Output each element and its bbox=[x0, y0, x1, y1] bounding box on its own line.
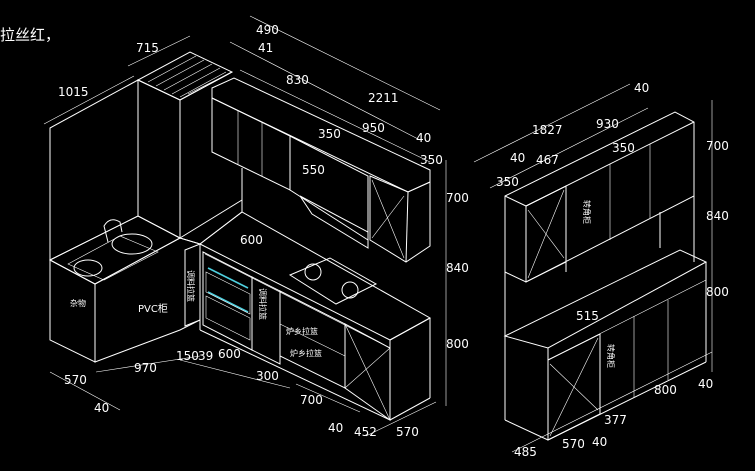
svg-text:41: 41 bbox=[258, 41, 273, 55]
svg-text:600: 600 bbox=[240, 233, 263, 247]
right-dimension-lines bbox=[473, 83, 713, 453]
svg-text:452: 452 bbox=[354, 425, 377, 439]
label-stove-b: 炉乡拉篮 bbox=[290, 348, 322, 358]
label-sink-cab: 杂物 bbox=[70, 298, 86, 308]
header-fragment: 拉丝红， bbox=[0, 26, 60, 44]
sink-bowl-left bbox=[73, 259, 103, 277]
tall-unit-side bbox=[137, 79, 181, 239]
svg-text:40: 40 bbox=[698, 377, 713, 391]
svg-text:570: 570 bbox=[396, 425, 419, 439]
sink-bowl-right bbox=[111, 233, 153, 255]
label-tall-b: 调料拉篮 bbox=[258, 288, 268, 320]
svg-text:40: 40 bbox=[634, 81, 649, 95]
svg-text:1015: 1015 bbox=[58, 85, 89, 99]
svg-text:350: 350 bbox=[318, 127, 341, 141]
svg-text:570: 570 bbox=[64, 373, 87, 387]
svg-text:800: 800 bbox=[706, 285, 729, 299]
svg-text:950: 950 bbox=[362, 121, 385, 135]
svg-text:550: 550 bbox=[302, 163, 325, 177]
svg-text:700: 700 bbox=[446, 191, 469, 205]
svg-text:1827: 1827 bbox=[532, 123, 563, 137]
burner-2 bbox=[341, 281, 359, 299]
svg-text:350: 350 bbox=[612, 141, 635, 155]
svg-text:40: 40 bbox=[328, 421, 343, 435]
svg-text:840: 840 bbox=[706, 209, 729, 223]
right-dimensions: 40 1827 930 700 40 467 350 350 840 800 5… bbox=[496, 81, 729, 459]
oven-handle-1 bbox=[207, 267, 249, 289]
svg-text:840: 840 bbox=[446, 261, 469, 275]
svg-text:40: 40 bbox=[510, 151, 525, 165]
sink-cab-front bbox=[49, 259, 96, 363]
left-back-wall bbox=[49, 79, 139, 261]
faucet bbox=[103, 219, 123, 243]
svg-text:467: 467 bbox=[536, 153, 559, 167]
burner-1 bbox=[304, 263, 322, 281]
svg-text:150: 150 bbox=[176, 349, 199, 363]
left-dimensions: 490 715 41 1015 830 2211 350 950 40 350 … bbox=[58, 23, 469, 439]
svg-text:2211: 2211 bbox=[368, 91, 399, 105]
svg-text:830: 830 bbox=[286, 73, 309, 87]
svg-text:490: 490 bbox=[256, 23, 279, 37]
corner-upper-cab bbox=[369, 175, 431, 263]
svg-text:40: 40 bbox=[592, 435, 607, 449]
sink-countertop bbox=[48, 215, 182, 285]
right-kitchen: 转角柜 转角柜 40 1827 930 700 40 467 350 350 8… bbox=[473, 81, 729, 459]
svg-text:40: 40 bbox=[416, 131, 431, 145]
main-countertop bbox=[199, 211, 432, 341]
svg-text:485: 485 bbox=[514, 445, 537, 459]
left-dimension-lines bbox=[43, 15, 447, 437]
label-stove-a: 炉乡拉篮 bbox=[286, 326, 318, 336]
svg-text:377: 377 bbox=[604, 413, 627, 427]
svg-text:40: 40 bbox=[94, 401, 109, 415]
range-hood bbox=[299, 195, 369, 249]
corner-wall bbox=[178, 199, 243, 245]
label-tall-a: 调料拉篮 bbox=[186, 270, 196, 302]
label-pvc: PVC柜 bbox=[138, 302, 168, 315]
cooktop bbox=[288, 257, 378, 305]
svg-text:930: 930 bbox=[596, 117, 619, 131]
svg-text:350: 350 bbox=[420, 153, 443, 167]
svg-text:300: 300 bbox=[256, 369, 279, 383]
svg-text:570: 570 bbox=[562, 437, 585, 451]
svg-text:39: 39 bbox=[198, 349, 213, 363]
svg-text:515: 515 bbox=[576, 309, 599, 323]
label-right-lower: 转角柜 bbox=[606, 344, 616, 368]
svg-text:700: 700 bbox=[706, 139, 729, 153]
oven-handle-2 bbox=[207, 291, 249, 313]
sink-rim bbox=[67, 235, 159, 281]
svg-text:800: 800 bbox=[654, 383, 677, 397]
label-right-upper: 转角柜 bbox=[582, 200, 592, 224]
left-kitchen: 杂物 PVC柜 炉乡拉篮 炉乡拉篮 调料拉篮 调料拉篮 490 715 41 1… bbox=[43, 15, 469, 439]
tall-unit-hatch bbox=[147, 55, 231, 98]
svg-text:600: 600 bbox=[218, 347, 241, 361]
svg-text:350: 350 bbox=[496, 175, 519, 189]
pvc-cab-front bbox=[94, 237, 201, 363]
upper-cab-left bbox=[211, 97, 291, 191]
svg-text:700: 700 bbox=[300, 393, 323, 407]
svg-text:715: 715 bbox=[136, 41, 159, 55]
tall-unit-top bbox=[136, 51, 234, 101]
svg-text:800: 800 bbox=[446, 337, 469, 351]
svg-text:970: 970 bbox=[134, 361, 157, 375]
right-countertop bbox=[503, 249, 708, 349]
